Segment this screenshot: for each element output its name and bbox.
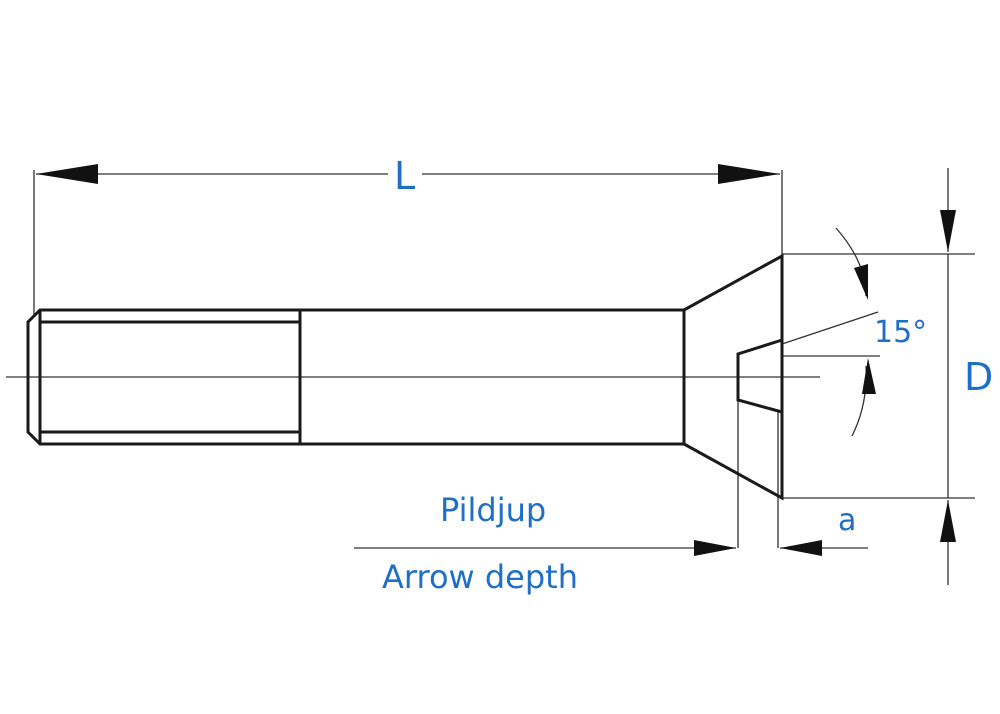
length-arrow-right-icon bbox=[718, 164, 780, 184]
head-notch bbox=[736, 338, 783, 414]
angle-arrow-upper-icon bbox=[854, 264, 868, 300]
head-outline bbox=[683, 253, 784, 501]
chamfer-dimension bbox=[780, 540, 868, 556]
depth-label-sv: Pildjup bbox=[440, 491, 547, 529]
length-arrow-left-icon bbox=[36, 164, 98, 184]
length-label: L bbox=[394, 154, 416, 198]
chamfer-label: a bbox=[838, 503, 857, 538]
bolt-body bbox=[26, 253, 784, 501]
angle-leg-upper bbox=[781, 311, 879, 345]
depth-label-en: Arrow depth bbox=[382, 558, 578, 596]
diameter-dimension bbox=[940, 168, 956, 585]
d-arrow-bottom-icon bbox=[940, 500, 956, 542]
chamfer-arrow-icon bbox=[780, 540, 822, 556]
angle-arc-lower bbox=[851, 365, 867, 437]
depth-dimension bbox=[354, 540, 736, 556]
angle-arrow-lower-icon bbox=[862, 358, 876, 394]
angle-arc-upper bbox=[835, 227, 867, 297]
depth-arrow-icon bbox=[694, 540, 736, 556]
diameter-label: D bbox=[964, 355, 994, 399]
length-dimension bbox=[36, 164, 780, 184]
thread-outline bbox=[26, 308, 300, 446]
angle-dimension bbox=[781, 227, 880, 437]
angle-label: 15° bbox=[874, 315, 928, 350]
d-arrow-top-icon bbox=[940, 210, 956, 252]
